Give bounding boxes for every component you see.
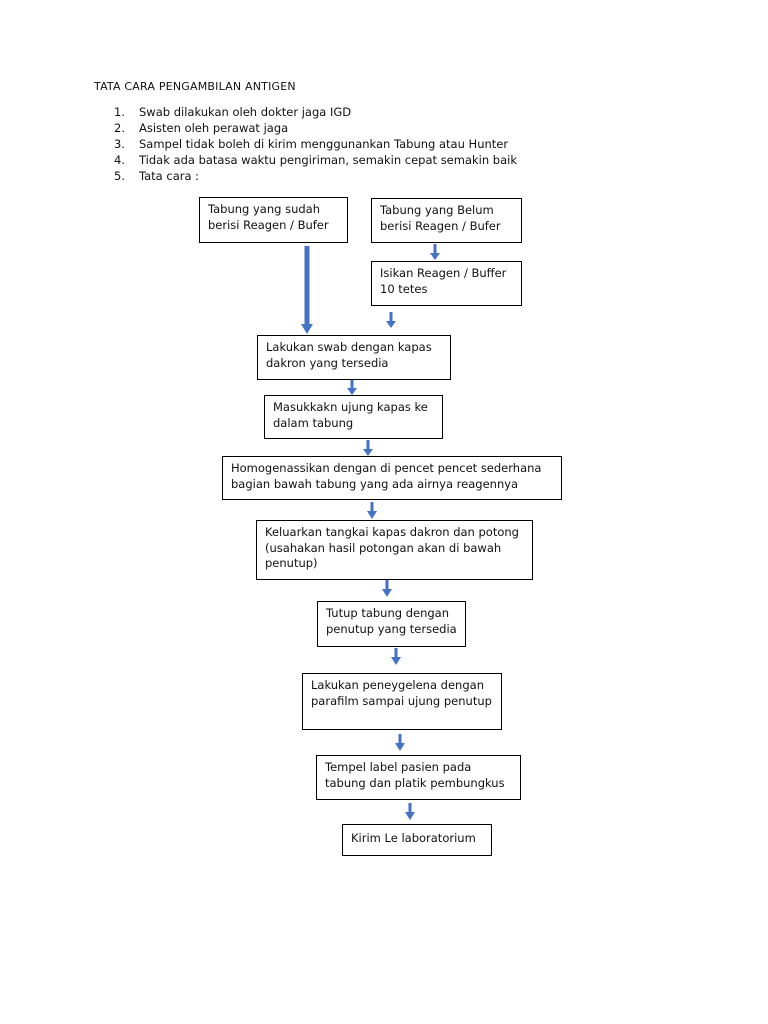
flow-box-penyegelan: Lakukan peneygelena dengan parafilm samp… <box>302 673 502 730</box>
flow-box-tabung-sudah: Tabung yang sudah berisi Reagen / Bufer <box>199 197 348 243</box>
arrow-down-icon <box>347 380 357 395</box>
flow-box-kirim: Kirim Le laboratorium <box>342 824 492 856</box>
list-number: 4. <box>114 153 125 167</box>
flow-box-isikan-reagen: Isikan Reagen / Buffer 10 tetes <box>371 261 522 306</box>
arrow-down-icon <box>367 502 377 519</box>
arrow-down-icon <box>301 246 313 334</box>
document-title: TATA CARA PENGAMBILAN ANTIGEN <box>94 80 296 93</box>
list-text: Sampel tidak boleh di kirim menggunankan… <box>139 137 509 151</box>
flow-box-masukkan-ujung: Masukkakn ujung kapas ke dalam tabung <box>264 395 443 439</box>
list-number: 2. <box>114 121 125 135</box>
list-number: 3. <box>114 137 125 151</box>
instruction-list: 1. Swab dilakukan oleh dokter jaga IGD 2.… <box>114 104 517 184</box>
arrow-down-icon <box>386 312 396 328</box>
flow-box-homogenasi: Homogenassikan dengan di pencet pencet s… <box>222 456 562 500</box>
flow-box-tabung-belum: Tabung yang Belum berisi Reagen / Bufer <box>371 198 522 243</box>
flow-box-keluarkan-tangkai: Keluarkan tangkai kapas dakron dan poton… <box>256 520 533 580</box>
arrow-down-icon <box>430 244 440 260</box>
flow-box-tutup-tabung: Tutup tabung dengan penutup yang tersedi… <box>317 601 466 647</box>
list-number: 1. <box>114 105 125 119</box>
flow-box-tempel-label: Tempel label pasien pada tabung dan plat… <box>316 755 521 800</box>
arrow-down-icon <box>382 580 392 597</box>
list-text: Swab dilakukan oleh dokter jaga IGD <box>139 105 352 119</box>
list-text: Asisten oleh perawat jaga <box>139 121 289 135</box>
list-item: 5. Tata cara : <box>114 168 517 184</box>
list-text: Tidak ada batasa waktu pengiriman, semak… <box>139 153 518 167</box>
list-item: 1. Swab dilakukan oleh dokter jaga IGD <box>114 104 517 120</box>
list-item: 4. Tidak ada batasa waktu pengiriman, sem… <box>114 152 517 168</box>
list-number: 5. <box>114 169 125 183</box>
arrow-down-icon <box>363 440 373 456</box>
arrow-down-icon <box>391 648 401 665</box>
list-text: Tata cara : <box>139 169 200 183</box>
arrow-down-icon <box>395 734 405 751</box>
list-item: 3. Sampel tidak boleh di kirim menggunank… <box>114 136 517 152</box>
flow-box-lakukan-swab: Lakukan swab dengan kapas dakron yang te… <box>257 335 451 380</box>
list-item: 2. Asisten oleh perawat jaga <box>114 120 517 136</box>
arrow-down-icon <box>405 803 415 820</box>
